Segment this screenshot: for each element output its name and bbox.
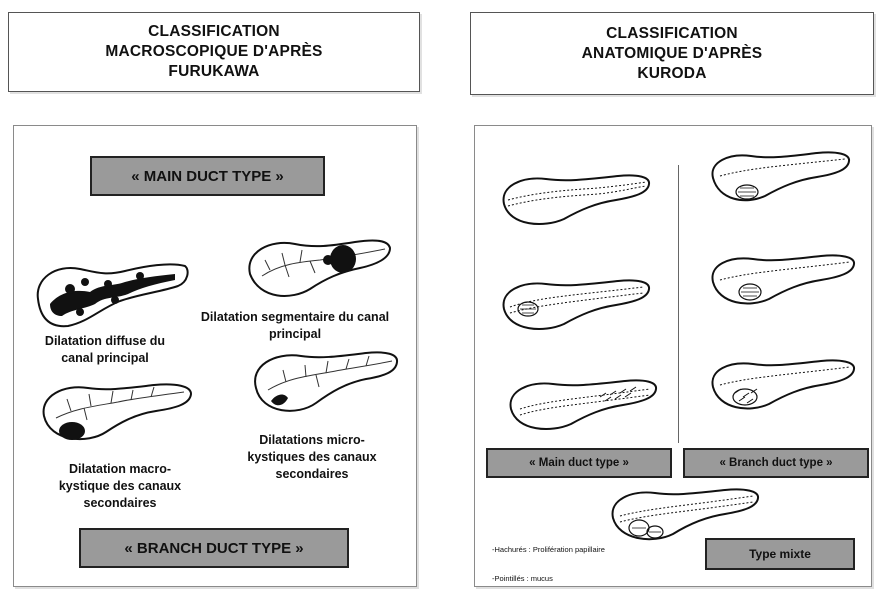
kuroda-branch-duct-3 <box>705 355 860 417</box>
main-duct-type-label-right: « Main duct type » <box>486 448 672 478</box>
mixed-type-label: Type mixte <box>705 538 855 570</box>
kuroda-main-duct-3 <box>505 375 665 435</box>
kuroda-branch-duct-1 <box>705 148 855 208</box>
caption-macrocystic-dilatation: Dilatation macro-kystique des canaux sec… <box>45 461 195 512</box>
branch-duct-type-label-right: « Branch duct type » <box>683 448 869 478</box>
legend-pointilles: -Pointillés : mucus <box>492 573 622 584</box>
left-title: CLASSIFICATION MACROSCOPIQUE D'APRÈS FUR… <box>8 12 420 92</box>
pancreas-macrocystic <box>36 378 196 450</box>
caption-microcystic-dilatation: Dilatations micro-kystiques des canaux s… <box>232 432 392 483</box>
kuroda-branch-duct-2 <box>705 250 860 312</box>
kuroda-main-duct-2 <box>498 275 658 335</box>
caption-segmental-dilatation: Dilatation segmentaire du canal principa… <box>195 309 395 343</box>
caption-diffuse-dilatation: Dilatation diffuse du canal principal <box>30 333 180 367</box>
kuroda-main-duct-1 <box>498 170 658 230</box>
branch-duct-type-label-left: « BRANCH DUCT TYPE » <box>79 528 349 568</box>
right-title: CLASSIFICATION ANATOMIQUE D'APRÈS KURODA <box>470 12 874 95</box>
pancreas-segmental-dilatation <box>240 234 395 304</box>
pancreas-microcystic <box>246 346 401 422</box>
main-duct-type-label-left: « MAIN DUCT TYPE » <box>90 156 325 196</box>
column-separator <box>678 165 679 443</box>
legend-hachures: -Hachurés : Prolifération papillaire <box>492 544 622 555</box>
pancreas-diffuse-dilatation <box>30 254 195 334</box>
